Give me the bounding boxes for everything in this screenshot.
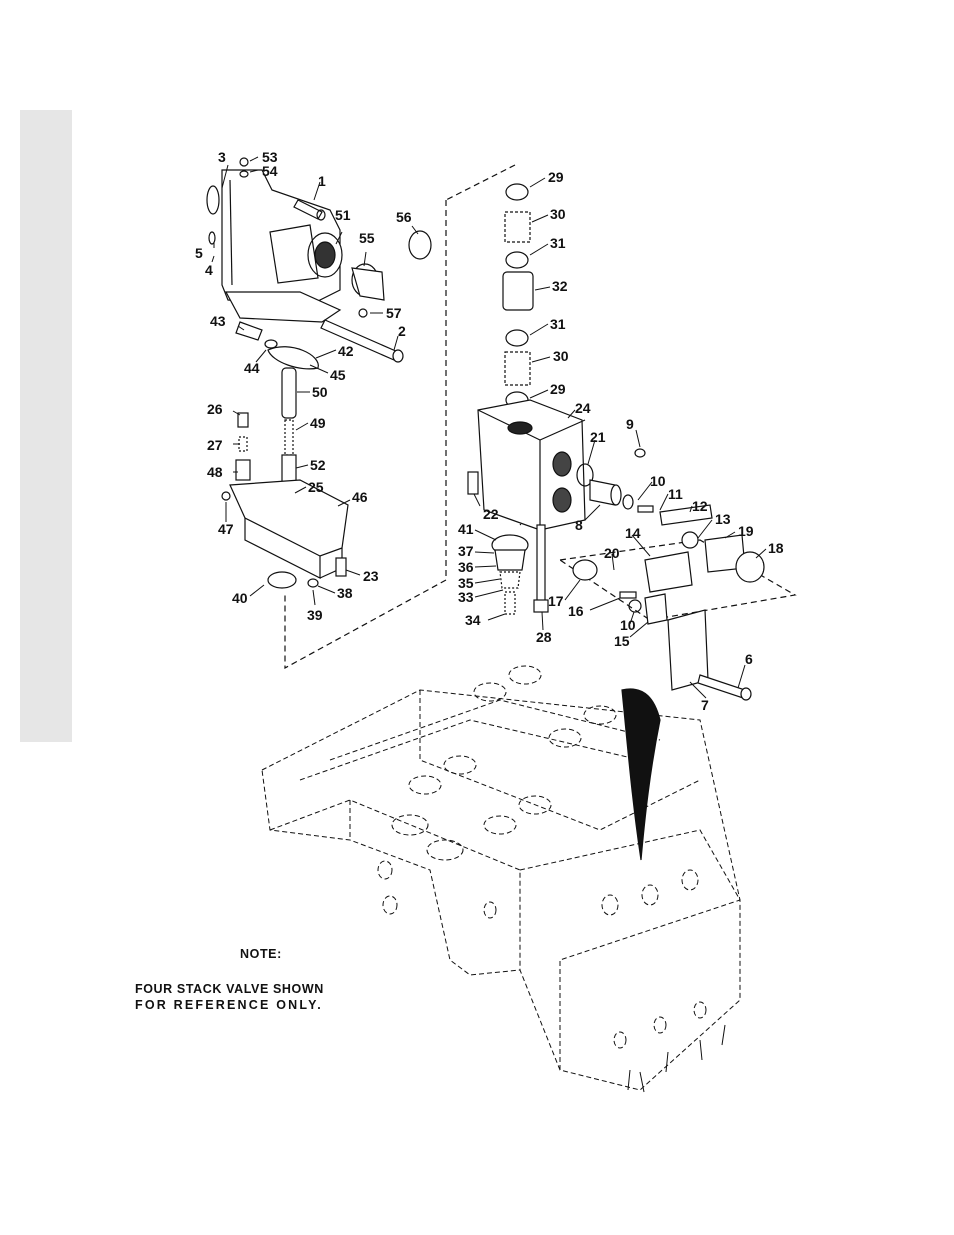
callout-9: 9 (626, 416, 634, 432)
plug-15 (645, 594, 667, 624)
o-ring-10-upper (623, 495, 633, 509)
callout-10-upper: 10 (650, 473, 666, 489)
callout-37: 37 (458, 543, 474, 559)
callout-24: 24 (575, 400, 591, 416)
callout-19: 19 (738, 523, 754, 539)
relief-stack (503, 184, 533, 408)
callout-38: 38 (337, 585, 353, 601)
callout-29-top: 29 (548, 169, 564, 185)
callout-26: 26 (207, 401, 223, 417)
callout-15: 15 (614, 633, 630, 649)
wire-leads (628, 1025, 725, 1092)
seat-17 (573, 560, 597, 580)
callout-33: 33 (458, 589, 474, 605)
callout-10-lower: 10 (620, 617, 636, 633)
callout-47: 47 (218, 521, 234, 537)
note-line-2: FOR REFERENCE ONLY. (135, 998, 323, 1012)
callout-21: 21 (590, 429, 606, 445)
plug-57 (359, 309, 367, 317)
tube-14 (645, 552, 692, 592)
callout-57: 57 (386, 305, 402, 321)
callout-29-lower: 29 (550, 381, 566, 397)
callout-42: 42 (338, 343, 354, 359)
callout-56: 56 (396, 209, 412, 225)
callout-41: 41 (458, 521, 474, 537)
callout-43: 43 (210, 313, 226, 329)
callout-1: 1 (318, 173, 326, 189)
cap-18 (736, 552, 764, 582)
callout-7: 7 (701, 697, 709, 713)
callout-11: 11 (668, 486, 683, 502)
o-ring-56 (409, 231, 431, 259)
callout-4: 4 (205, 262, 213, 278)
callout-2: 2 (398, 323, 406, 339)
callout-50: 50 (312, 384, 328, 400)
sleeve-48 (236, 460, 250, 480)
callout-18: 18 (768, 540, 784, 556)
o-ring-9 (635, 449, 645, 457)
callout-16: 16 (568, 603, 584, 619)
callout-32: 32 (552, 278, 568, 294)
callout-40: 40 (232, 590, 248, 606)
callout-6: 6 (745, 651, 753, 667)
screw-53 (240, 158, 248, 166)
o-ring-10-lower (629, 600, 641, 612)
housing-51 (222, 170, 342, 322)
callout-17: 17 (548, 593, 564, 609)
plug-55 (352, 264, 384, 300)
callout-22: 22 (483, 506, 499, 522)
screw-22 (468, 472, 478, 494)
callout-46: 46 (352, 489, 368, 505)
callout-12: 12 (692, 498, 708, 514)
callout-20: 20 (604, 545, 620, 561)
o-ring-38 (308, 579, 318, 587)
callout-36: 36 (458, 559, 474, 575)
callout-27: 27 (207, 437, 223, 453)
pin-10 (638, 506, 653, 512)
assembly-guide-line-top (446, 165, 515, 200)
callout-8: 8 (575, 517, 583, 533)
callout-52: 52 (310, 457, 326, 473)
callout-55: 55 (359, 230, 375, 246)
callout-51: 51 (335, 207, 351, 223)
note-heading: NOTE: (240, 947, 282, 961)
four-stack-valve-reference (262, 666, 740, 1090)
spring-27 (239, 437, 247, 451)
o-ring-40 (268, 572, 296, 588)
long-bolt-28 (534, 525, 548, 612)
callout-48: 48 (207, 464, 223, 480)
callout-23: 23 (363, 568, 379, 584)
callout-28: 28 (536, 629, 552, 645)
pointer-arrow-icon (622, 689, 660, 860)
callout-49: 49 (310, 415, 326, 431)
note-line-1: FOUR STACK VALVE SHOWN (135, 982, 324, 996)
long-bolt-2 (321, 320, 403, 362)
pin-47 (222, 492, 230, 500)
callout-30-lower: 30 (553, 348, 569, 364)
o-ring-44 (265, 340, 277, 348)
screw-23 (336, 558, 346, 576)
callout-30-top: 30 (550, 206, 566, 222)
poppet-16 (620, 592, 636, 598)
callout-14: 14 (625, 525, 641, 541)
callout-13: 13 (715, 511, 731, 527)
callout-45: 45 (330, 367, 346, 383)
piston-13 (682, 532, 698, 548)
callout-34: 34 (465, 612, 481, 628)
callout-39: 39 (307, 607, 323, 623)
cartridge-8 (590, 480, 621, 505)
callout-31-lower: 31 (550, 316, 566, 332)
gasket-43 (236, 322, 262, 340)
callout-25: 25 (308, 479, 324, 495)
callout-44: 44 (244, 360, 260, 376)
block-46 (230, 480, 348, 578)
o-ring-3 (207, 186, 219, 214)
callout-31-top: 31 (550, 235, 566, 251)
callout-3: 3 (218, 149, 226, 165)
callout-5: 5 (195, 245, 203, 261)
callout-54: 54 (262, 163, 278, 179)
check-valve-41 (492, 535, 528, 614)
